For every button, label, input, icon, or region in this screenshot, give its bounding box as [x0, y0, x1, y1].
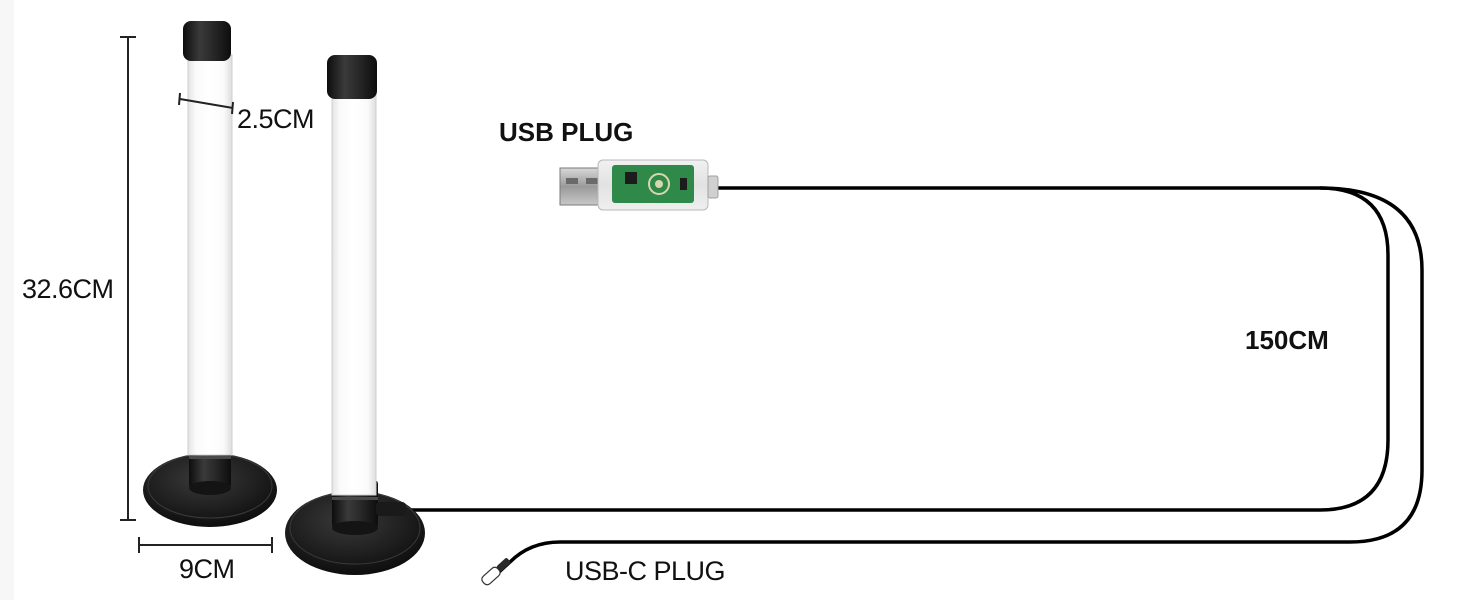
lamp-left-cap: [183, 21, 231, 61]
usb-plug: [559, 159, 719, 211]
lamp-left: [143, 21, 277, 527]
cable-to-usb-c-plug: [496, 186, 1424, 575]
base-width-dimension-line: [138, 537, 273, 553]
usb-plug-label: USB PLUG: [499, 117, 634, 147]
cable-to-usb-plug: [408, 186, 1390, 512]
usb-c-plug: [481, 558, 511, 586]
left-margin-strip: [0, 0, 14, 600]
base-width-label: 9CM: [179, 554, 235, 584]
cable-length-label: 150CM: [1245, 325, 1329, 355]
lamp-left-tube: [187, 54, 233, 456]
lamp-right-cap: [327, 55, 377, 99]
usb-plug-connector: [559, 167, 603, 206]
usb-c-plug-label: USB-C PLUG: [565, 556, 726, 586]
height-label: 32.6CM: [22, 274, 114, 304]
diameter-dimension-line: [178, 92, 234, 115]
height-dimension-line: [120, 36, 136, 521]
lamp-right-cable-port: [376, 502, 406, 516]
diameter-label: 2.5CM: [237, 104, 315, 134]
lamp-right: [285, 55, 425, 575]
lamp-right-tube: [331, 89, 377, 496]
